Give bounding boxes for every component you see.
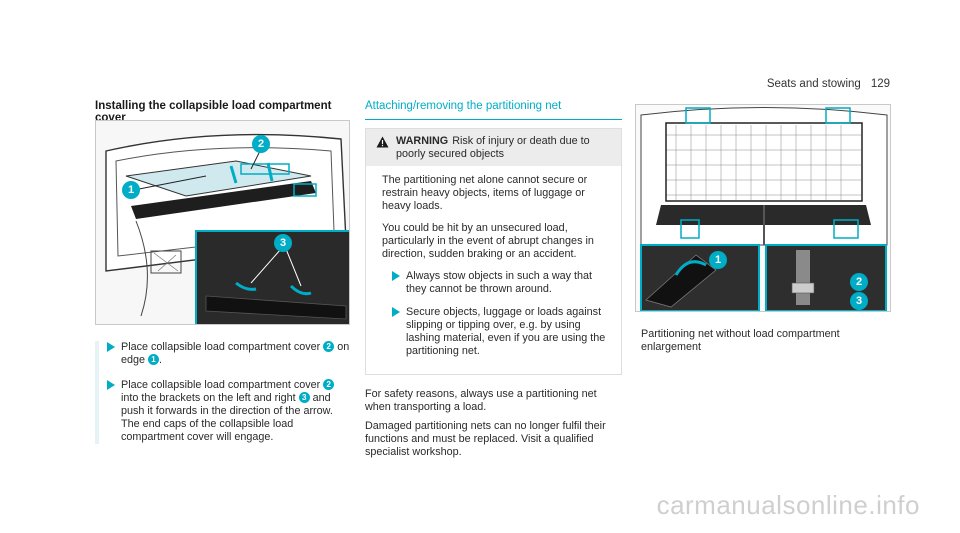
paragraph-safety: For safety reasons, always use a partiti… [365,388,597,413]
step-arrow-icon [107,380,115,390]
warning-body: The partitioning net alone cannot secure… [366,166,621,374]
warning-paragraph-2: You could be hit by an unsecured load, p… [382,222,594,260]
section-title-partitioning-net: Attaching/removing the partitioning net [365,100,622,120]
warning-text: Risk of injury or death due to poorly se… [396,135,590,160]
callout-2: 2 [323,341,335,352]
figure-callout-3: 3 [850,292,868,310]
column-load-cover: Installing the collapsible load compartm… [95,100,350,456]
partitioning-net-illustration [636,105,890,311]
figure-callout-2: 2 [850,273,868,291]
header-right: Seats and stowing 129 [767,78,890,90]
section-title-load-cover: Installing the collapsible load compartm… [95,100,332,124]
load-cover-figure: 1 2 3 [95,120,350,325]
warning-step-stow: Always stow objects in such a way that t… [382,270,613,296]
figure-callout-3: 3 [274,234,292,252]
section-name: Seats and stowing [766,78,861,90]
column-partitioning-net: Attaching/removing the partitioning net … [365,100,622,459]
trunk-illustration [96,121,349,324]
warning-label: WARNING [396,135,449,147]
callout-1: 1 [148,354,160,365]
warning-step-secure: Secure objects, luggage or loads against… [382,306,613,358]
load-cover-steps: Place collapsible load compartment cover… [95,341,350,444]
step-place-into-brackets: Place collapsible load compartment cover… [105,379,350,444]
page-number: 129 [870,78,890,90]
column-net-figure: 1 2 3 Partitioning net without load comp… [635,104,891,354]
figure-callout-1: 1 [122,181,140,199]
step-arrow-icon [392,307,400,317]
callout-2: 2 [323,379,335,390]
callout-3: 3 [298,392,310,403]
warning-triangle-icon [376,136,389,148]
paragraph-damaged-nets: Damaged partitioning nets can no longer … [365,420,606,458]
step-place-on-edge: Place collapsible load compartment cover… [105,341,350,367]
step-arrow-icon [392,271,400,281]
figure-caption: Partitioning net without load compartmen… [641,328,840,353]
partitioning-net-figure: 1 2 3 [635,104,891,312]
figure-callout-1: 1 [709,251,727,269]
watermark-text: carmanualsonline.info [656,490,920,520]
step-arrow-icon [107,342,115,352]
warning-paragraph-1: The partitioning net alone cannot secure… [382,174,588,212]
figure-callout-2: 2 [252,135,270,153]
